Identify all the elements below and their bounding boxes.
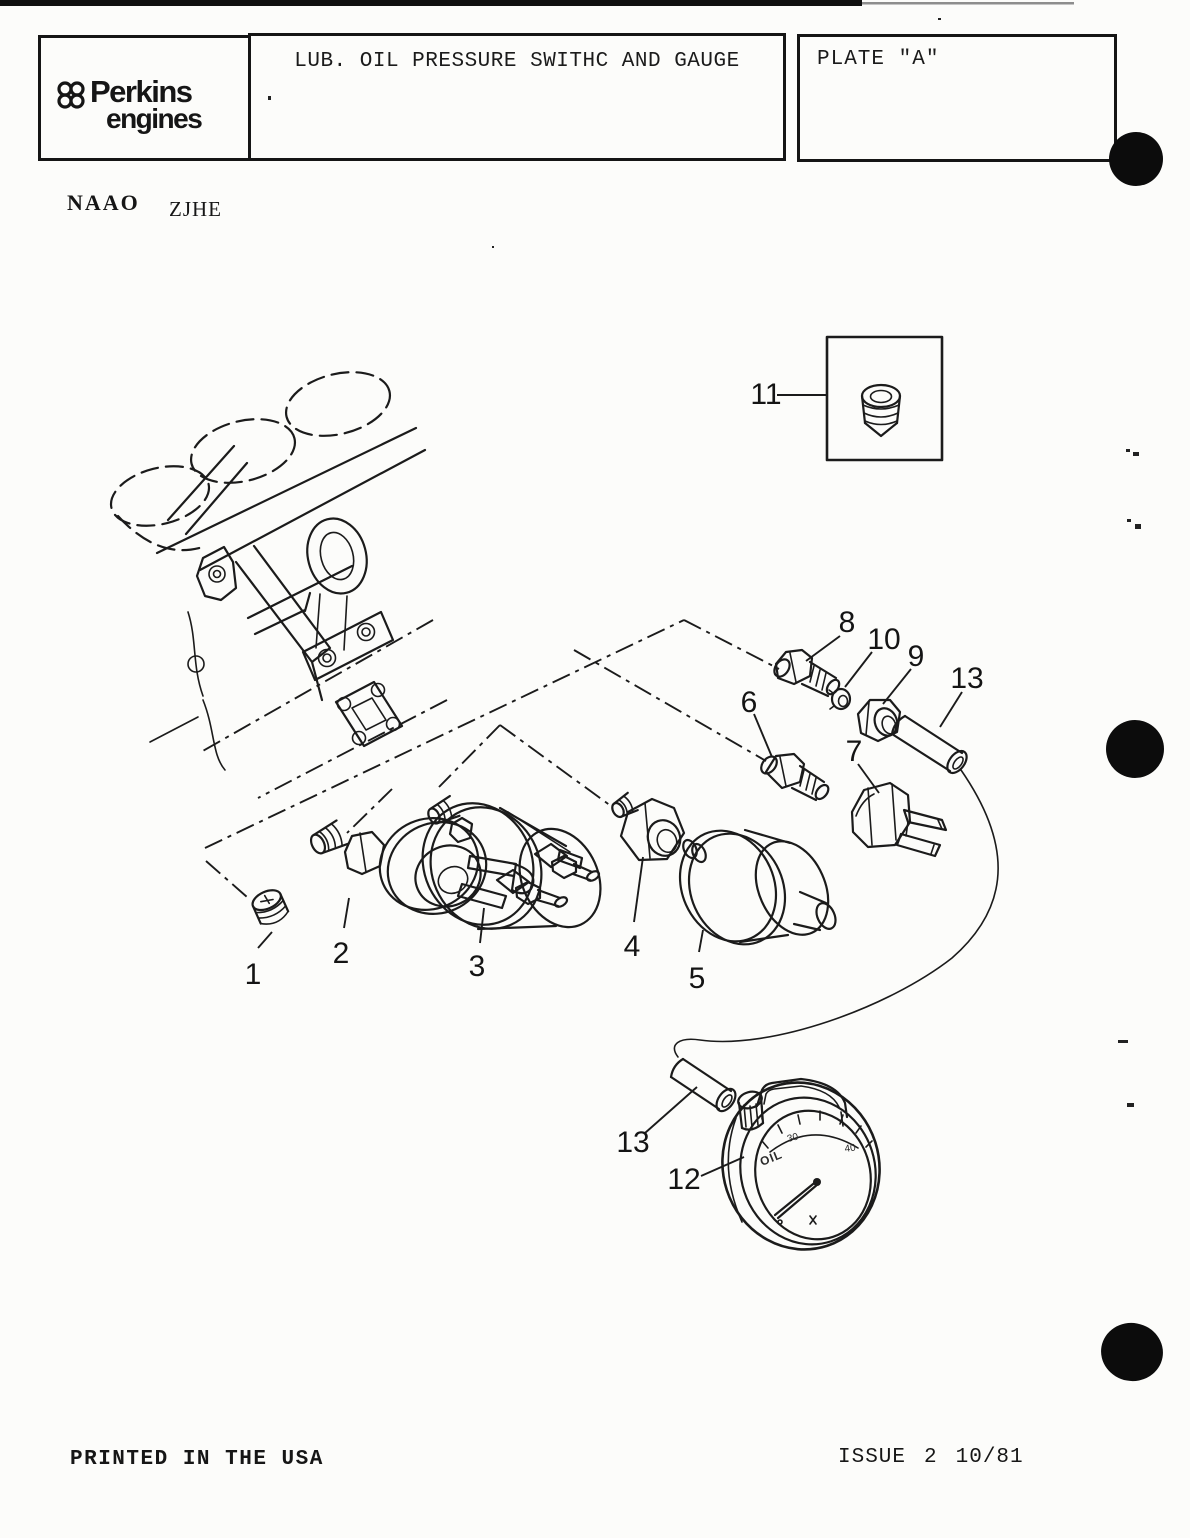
- perkins-circles-icon: [57, 81, 85, 109]
- part-8-fitting: [773, 648, 841, 698]
- gauge-face-label: OIL: [758, 1147, 785, 1169]
- scan-specks: [268, 18, 1141, 1107]
- callout-leaders: [257, 394, 963, 1177]
- part-12-oil-gauge: 30 40 OIL: [721, 1077, 881, 1251]
- brand-name: Perkins: [90, 74, 193, 109]
- punch-hole-middle: [1106, 720, 1164, 778]
- code-zjhe: ZJHE: [169, 197, 222, 221]
- perkins-logo: Perkins engines: [57, 74, 203, 134]
- callout-12: 12: [667, 1163, 700, 1196]
- part-4-adapter-nut: [611, 791, 686, 862]
- part-3-sender-unit: [421, 794, 602, 931]
- plate-box: PLATE "A": [797, 34, 1117, 162]
- callout-7: 7: [846, 735, 863, 768]
- part-1-plug-screw: [251, 889, 290, 925]
- callout-13-lower: 13: [616, 1126, 649, 1159]
- gauge-scale-30: 30: [786, 1131, 800, 1144]
- brand-box: Perkins engines: [38, 35, 251, 161]
- gauge-scale-40: 40: [844, 1142, 857, 1155]
- callout-13-upper: 13: [950, 662, 983, 695]
- code-naao: NAAO: [67, 190, 140, 215]
- part-6-fitting: [760, 752, 830, 802]
- page-title: LUB. OIL PRESSURE SWITHC AND GAUGE: [294, 50, 740, 73]
- callout-5: 5: [689, 962, 706, 995]
- callout-8: 8: [839, 606, 856, 639]
- callout-4: 4: [624, 930, 641, 963]
- punch-hole-top: [1109, 132, 1163, 186]
- plate-label: PLATE "A": [817, 48, 940, 71]
- engine-block-drawing: [109, 371, 448, 799]
- part-2-pressure-switch: [309, 817, 535, 915]
- part-13-tube-lower: [669, 1057, 737, 1113]
- title-box: LUB. OIL PRESSURE SWITHC AND GAUGE: [248, 33, 786, 161]
- part-10-olive: [828, 687, 852, 711]
- callout-6: 6: [741, 686, 758, 719]
- issue-label: ISSUE: [838, 1446, 907, 1469]
- axis-lines: [204, 619, 780, 898]
- issue-date: 10/81: [955, 1446, 1024, 1469]
- part-7-plug-switch: [850, 781, 948, 858]
- punch-hole-bottom: [1101, 1322, 1163, 1382]
- part-5-pressure-sender: [678, 828, 837, 946]
- routing-curve: [673, 769, 999, 1058]
- callout-11: 11: [750, 378, 781, 411]
- gauge-ticks: [761, 1110, 873, 1149]
- scan-edge-bar: [0, 0, 1074, 6]
- callout-3: 3: [469, 950, 486, 983]
- punch-holes: [1101, 132, 1164, 1382]
- part-13-tube-upper: [890, 714, 968, 775]
- issue-line: ISSUE 2 10/81: [838, 1446, 1042, 1469]
- part-11-plug-boxed: [825, 335, 944, 462]
- callout-1: 1: [245, 958, 262, 991]
- callout-labels: 1 2 3 4 5 6 7 8 9 10 11 12 13 13: [245, 378, 984, 1196]
- issue-number: 2: [924, 1446, 938, 1469]
- printed-note: PRINTED IN THE USA: [70, 1448, 324, 1471]
- callout-9: 9: [908, 640, 925, 673]
- callout-10: 10: [867, 623, 900, 656]
- brand-name-2: engines: [106, 103, 203, 134]
- callout-2: 2: [333, 937, 350, 970]
